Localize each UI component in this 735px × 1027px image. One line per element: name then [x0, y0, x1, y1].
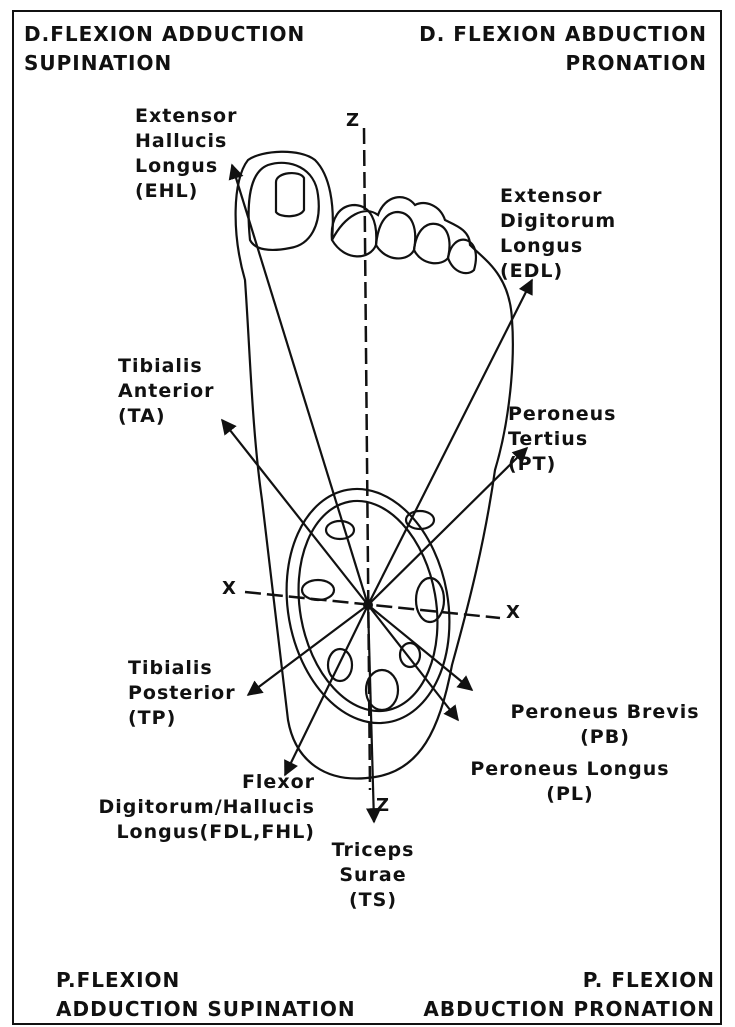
axis-z-top: Z: [346, 110, 359, 131]
label-ts: Triceps Surae (TS): [318, 838, 428, 913]
vector-tp: [248, 605, 368, 695]
vector-fdl: [285, 605, 368, 775]
axis-x-right: X: [506, 602, 520, 623]
label-fdl: Flexor Digitorum/Hallucis Longus(FDL,FHL…: [70, 770, 315, 845]
label-ehl: Extensor Hallucis Longus (EHL): [135, 104, 237, 204]
foot-outline: [236, 152, 513, 779]
label-ta: Tibialis Anterior (TA): [118, 354, 215, 429]
label-pb: Peroneus Brevis (PB): [480, 700, 730, 750]
label-tp: Tibialis Posterior (TP): [128, 656, 236, 731]
label-pl: Peroneus Longus (PL): [440, 757, 700, 807]
label-edl: Extensor Digitorum Longus (EDL): [500, 184, 616, 284]
vector-pt: [368, 448, 527, 605]
vector-ta: [222, 420, 368, 605]
label-top-right: D. FLEXION ABDUCTION PRONATION: [419, 20, 707, 78]
label-pt: Peroneus Tertius (PT): [508, 402, 616, 477]
axis-lines: [245, 128, 500, 790]
label-bottom-right: P. FLEXION ABDUCTION PRONATION: [423, 966, 715, 1024]
axis-z-bottom: Z: [376, 795, 389, 816]
label-bottom-left: P.FLEXION ADDUCTION SUPINATION: [56, 966, 356, 1024]
label-top-left: D.FLEXION ADDUCTION SUPINATION: [24, 20, 305, 78]
axis-x-left: X: [222, 578, 236, 599]
